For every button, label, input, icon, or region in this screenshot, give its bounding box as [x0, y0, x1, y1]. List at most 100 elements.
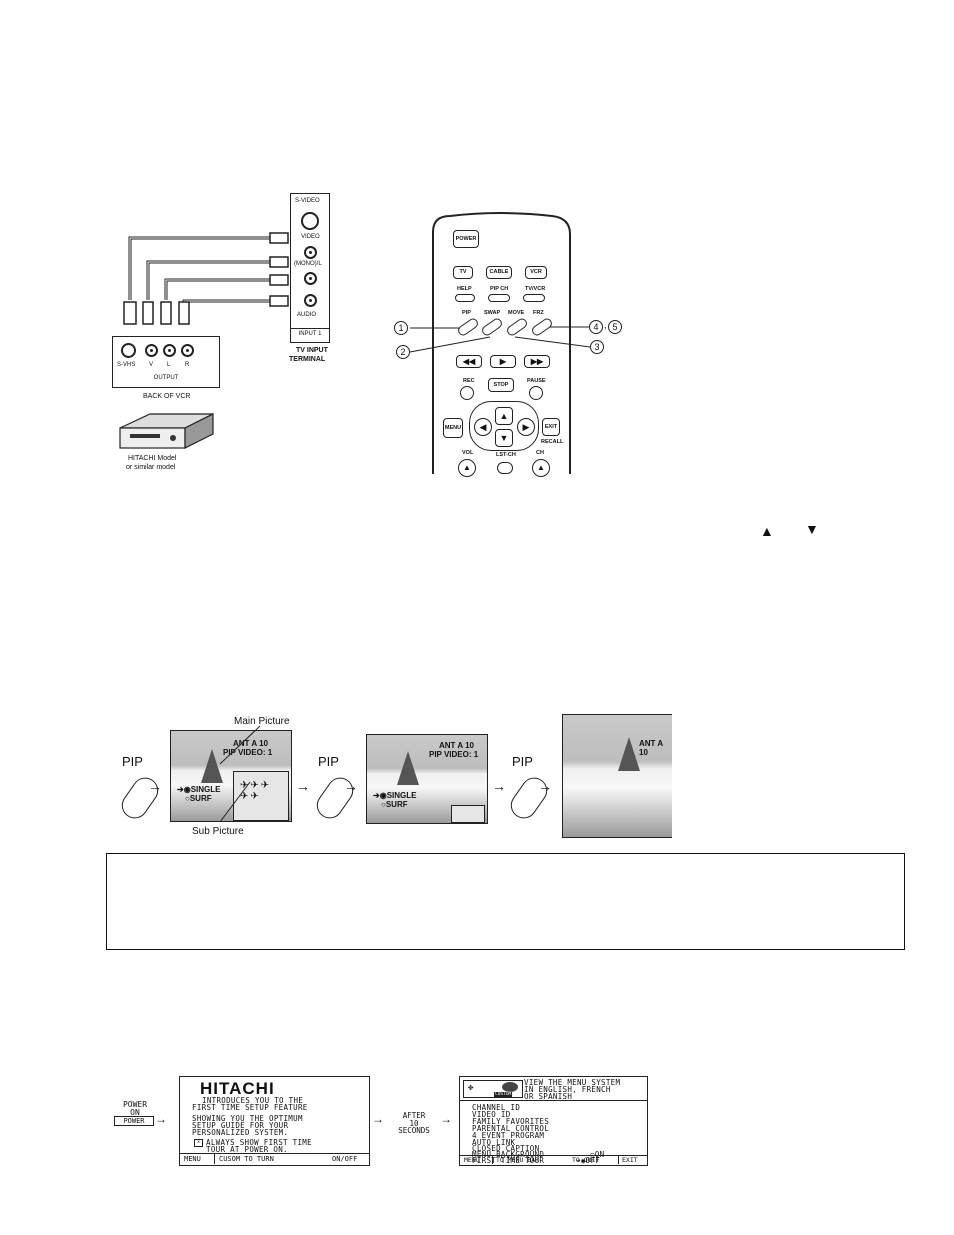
arrow-right-icon: → — [148, 778, 162, 794]
right-arrow-button[interactable]: ▶ — [517, 418, 535, 436]
custom-disc-icon — [502, 1082, 518, 1092]
vcr-unit-icon — [119, 413, 214, 449]
pip-screen-3: ANT A 10 — [562, 714, 672, 838]
l-jack — [163, 344, 176, 357]
menu-item: MENU BACKGROUND — [472, 1150, 545, 1159]
arrow-right-icon: → — [344, 778, 358, 794]
vcr-model-caption-2: or similar model — [126, 464, 176, 471]
arrow-right-icon: → — [296, 778, 310, 794]
footer-right: ON/OFF — [332, 1155, 358, 1163]
arrow-right-icon: → — [372, 1112, 384, 1126]
jack-label: L — [167, 362, 171, 368]
hitachi-logo: HITACHI — [200, 1079, 275, 1098]
menu-footer: MENU TO MENU BAR TO QUIT EXIT — [460, 1155, 647, 1165]
lst-ch-label: LST-CH — [496, 452, 516, 458]
footer-menu: MENU — [464, 1156, 480, 1164]
jack-label: R — [185, 362, 190, 368]
callout-2: 2 — [396, 345, 410, 359]
help-button[interactable] — [455, 294, 475, 302]
pip-ch-label: PIP CH — [490, 286, 509, 292]
lst-ch-button[interactable] — [497, 462, 513, 474]
up-arrow-button[interactable]: ▲ — [495, 407, 513, 425]
callout-1: 1 — [394, 321, 408, 335]
down-arrow-button[interactable]: ▼ — [495, 429, 513, 447]
sub-picture-label: Sub Picture — [192, 826, 244, 837]
ch-label: CH — [536, 450, 544, 456]
fast-forward-button[interactable]: ▶▶ — [524, 355, 550, 368]
swap-label: SWAP — [484, 310, 501, 316]
vol-label: VOL — [462, 450, 474, 456]
dpad — [469, 401, 539, 451]
pause-button[interactable] — [529, 386, 543, 400]
ch-up-button[interactable]: ▲ — [532, 459, 550, 477]
intro-line-1: INTRODUCES YOU TO THE — [202, 1096, 304, 1105]
stop-button[interactable]: STOP — [488, 378, 514, 392]
pip-screen-1: ANT A 10 PIP VIDEO: 1 ➔◉SINGLE ○SURF ✈✈✈… — [170, 730, 292, 822]
mono-label: (MONO)/L — [294, 261, 322, 267]
sub-picture — [451, 805, 485, 823]
vcr-model-caption-1: HITACHI Model — [128, 455, 177, 462]
callout-3: 3 — [590, 340, 604, 354]
footer-exit: EXIT — [618, 1156, 638, 1164]
footer-menu: MENU — [184, 1155, 201, 1163]
rewind-button[interactable]: ◀◀ — [456, 355, 482, 368]
check-line-1: ALWAYS SHOW FIRST TIME — [206, 1138, 312, 1147]
up-triangle-icon: ▲ — [760, 523, 774, 539]
header-line-2: IN ENGLISH, FRENCH — [524, 1085, 611, 1094]
pip-button-label: PIP — [512, 754, 533, 769]
arrow-right-icon: → — [538, 778, 552, 794]
cable-button[interactable]: CABLE — [486, 266, 512, 279]
tree-image — [618, 737, 640, 771]
vcr-button[interactable]: VCR — [525, 266, 547, 279]
move-label: MOVE — [508, 310, 525, 316]
tv-input-caption-2: TERMINAL — [289, 356, 326, 363]
channel-text: ANT A 10 — [233, 739, 268, 748]
footer-mid: TO MENU BAR — [492, 1156, 539, 1164]
pip-button-label: PIP — [122, 754, 143, 769]
header-line-3: OR SPANISH — [524, 1092, 573, 1101]
rec-button[interactable] — [460, 386, 474, 400]
intro-line-2: FIRST TIME SETUP FEATURE — [192, 1103, 308, 1112]
left-arrow-button[interactable]: ◀ — [474, 418, 492, 436]
intro-footer: MENU CUSOM TO TURN ON/OFF — [180, 1153, 369, 1165]
connection-cables — [123, 232, 289, 325]
power-button-icon: POWER — [114, 1116, 154, 1126]
tv-button[interactable]: TV — [453, 266, 473, 279]
single-option: ➔◉SINGLE — [177, 785, 221, 794]
output-label: OUTPUT — [153, 375, 179, 381]
jack-label: V — [149, 362, 154, 368]
power-button[interactable]: POWER — [453, 230, 479, 248]
menu-item: 4 EVENT PROGRAM — [472, 1131, 545, 1140]
menu-item: AUTO LINK — [472, 1138, 516, 1147]
pip-button-label: PIP — [318, 754, 339, 769]
svhs-jack — [121, 343, 136, 358]
label-arrows — [219, 725, 261, 823]
vol-up-button[interactable]: ▲ — [458, 459, 476, 477]
sub-picture: ✈✈✈✈✈ — [233, 771, 289, 821]
pip-video-text: PIP VIDEO: 1 — [429, 750, 479, 759]
single-option: ➔◉SINGLE — [373, 791, 417, 800]
airplanes-icon: ✈✈✈✈✈ — [240, 780, 272, 802]
pip-ch-button[interactable] — [488, 294, 510, 302]
menu-button[interactable]: MENU — [443, 418, 463, 438]
menu-item: PARENTAL CONTROL — [472, 1124, 550, 1133]
vcr-back-panel: S-VHS V L R OUTPUT — [112, 336, 220, 388]
hitachi-intro-screen: HITACHI INTRODUCES YOU TO THE FIRST TIME… — [179, 1076, 370, 1166]
body-line-1: SHOWING YOU THE OPTIMUM — [192, 1114, 303, 1123]
header-line-1: VIEW THE MENU SYSTEM — [524, 1078, 621, 1087]
video-jack — [304, 246, 317, 259]
channel-text: ANT A 10 — [639, 739, 663, 757]
input-label: INPUT 1 — [291, 328, 329, 337]
checkbox-icon: ✕ — [194, 1139, 203, 1147]
audio-left-jack — [304, 272, 317, 285]
exit-button[interactable]: EXIT — [542, 418, 560, 436]
tv-vcr-button[interactable] — [523, 294, 545, 302]
recall-label: RECALL — [541, 439, 564, 445]
tree-image — [201, 749, 223, 783]
play-button[interactable]: ▶ — [490, 355, 516, 368]
on-option: ○ON — [590, 1150, 605, 1159]
arrow-right-icon: → — [492, 778, 506, 794]
jack-label: S-VHS — [117, 362, 136, 368]
frz-label: FRZ — [533, 310, 544, 316]
